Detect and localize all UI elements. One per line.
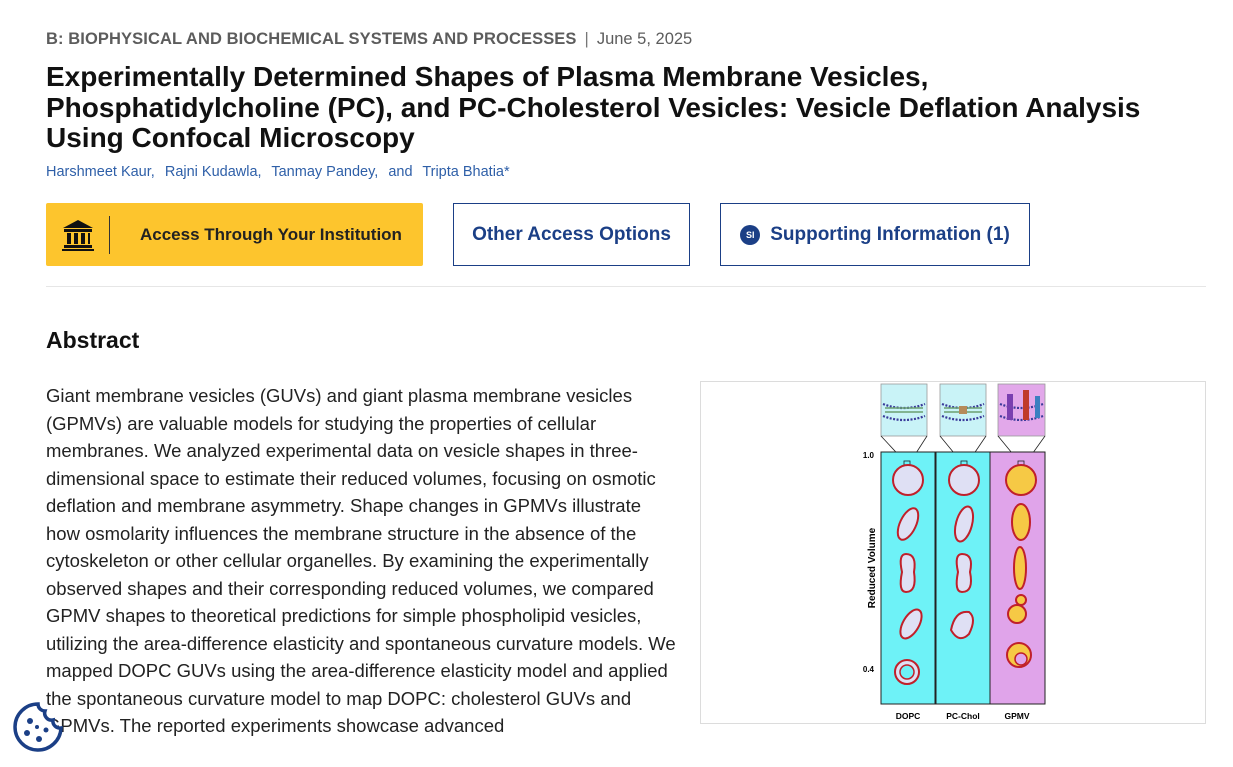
section-divider (46, 286, 1206, 287)
cookie-settings-button[interactable] (12, 701, 64, 753)
si-icon: SI (740, 224, 761, 245)
section-label[interactable]: B: BIOPHYSICAL AND BIOCHEMICAL SYSTEMS A… (46, 30, 577, 48)
author-conjunction: and (388, 164, 413, 180)
tick-label-bottom: 0.4 (863, 665, 875, 674)
vesicle-shapes-dopc (892, 464, 924, 685)
membrane-inset-dopc (880, 383, 928, 437)
y-axis-label: Reduced Volume (867, 527, 878, 608)
author-link-4[interactable]: Tripta Bhatia* (422, 164, 510, 180)
abstract-heading: Abstract (46, 327, 140, 353)
column-label-gpmv: GPMV (1004, 711, 1029, 721)
other-access-label: Other Access Options (472, 223, 671, 245)
author-link-3[interactable]: Tanmay Pandey, (271, 164, 379, 180)
column-label-pcchol: PC-Chol (946, 711, 980, 721)
tick-label-top: 1.0 (863, 451, 875, 460)
access-institution-button[interactable]: Access Through Your Institution (46, 203, 423, 266)
button-divider (109, 215, 110, 254)
page-title: Experimentally Determined Shapes of Plas… (46, 61, 1141, 153)
author-link-1[interactable]: Harshmeet Kaur, (46, 164, 155, 180)
vesicle-shapes-gpmv (1005, 464, 1037, 668)
institution-icon (46, 203, 109, 266)
supporting-information-label: Supporting Information (1) (770, 223, 1010, 245)
abstract-paragraph: Giant membrane vesicles (GUVs) and giant… (46, 385, 676, 736)
figure-svg: 1.0 0.4 Reduced Volume DOPC PC-Chol GPMV (863, 383, 1046, 721)
supporting-information-button[interactable]: SI Supporting Information (1) (720, 203, 1030, 266)
author-list: Harshmeet Kaur, Rajni Kudawla, Tanmay Pa… (46, 164, 516, 180)
abstract-text: Giant membrane vesicles (GUVs) and giant… (46, 382, 678, 740)
column-label-dopc: DOPC (896, 711, 921, 721)
graphical-abstract-figure[interactable]: 1.0 0.4 Reduced Volume DOPC PC-Chol GPMV (700, 381, 1206, 724)
membrane-inset-pcchol (939, 383, 987, 437)
vesicle-shapes-pcchol (948, 464, 980, 640)
publication-date: June 5, 2025 (596, 30, 693, 48)
cookie-icon (13, 702, 63, 752)
membrane-inset-gpmv (997, 383, 1046, 437)
meta-separator: | (584, 30, 589, 48)
article-meta: B: BIOPHYSICAL AND BIOCHEMICAL SYSTEMS A… (46, 30, 692, 49)
institution-label: Access Through Your Institution (140, 224, 402, 244)
other-access-button[interactable]: Other Access Options (453, 203, 690, 266)
author-link-2[interactable]: Rajni Kudawla, (164, 164, 262, 180)
